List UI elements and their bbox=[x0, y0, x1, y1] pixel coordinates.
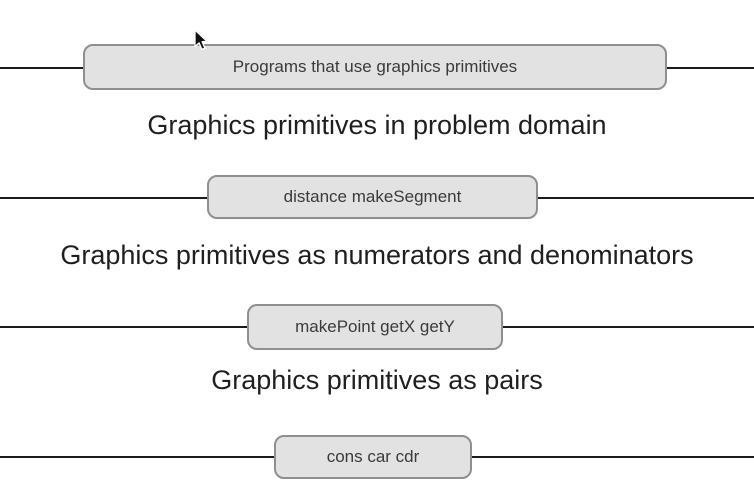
layer-box-pairs-label: cons car cdr bbox=[326, 447, 420, 466]
layer-box-pairs: cons car cdr bbox=[274, 435, 472, 479]
caption-pairs: Graphics primitives as pairs bbox=[211, 365, 543, 395]
layer-box-programs: Programs that use graphics primitives bbox=[83, 44, 667, 90]
layer-box-segments-label: distance makeSegment bbox=[283, 187, 462, 206]
layer-box-segments: distance makeSegment bbox=[207, 175, 538, 219]
layer-box-programs-label: Programs that use graphics primitives bbox=[232, 57, 518, 76]
layer-box-points: makePoint getX getY bbox=[247, 304, 503, 350]
layer-box-points-label: makePoint getX getY bbox=[295, 317, 455, 336]
caption-problem-domain: Graphics primitives in problem domain bbox=[147, 110, 607, 140]
caption-numerators-denominators: Graphics primitives as numerators and de… bbox=[60, 240, 694, 270]
